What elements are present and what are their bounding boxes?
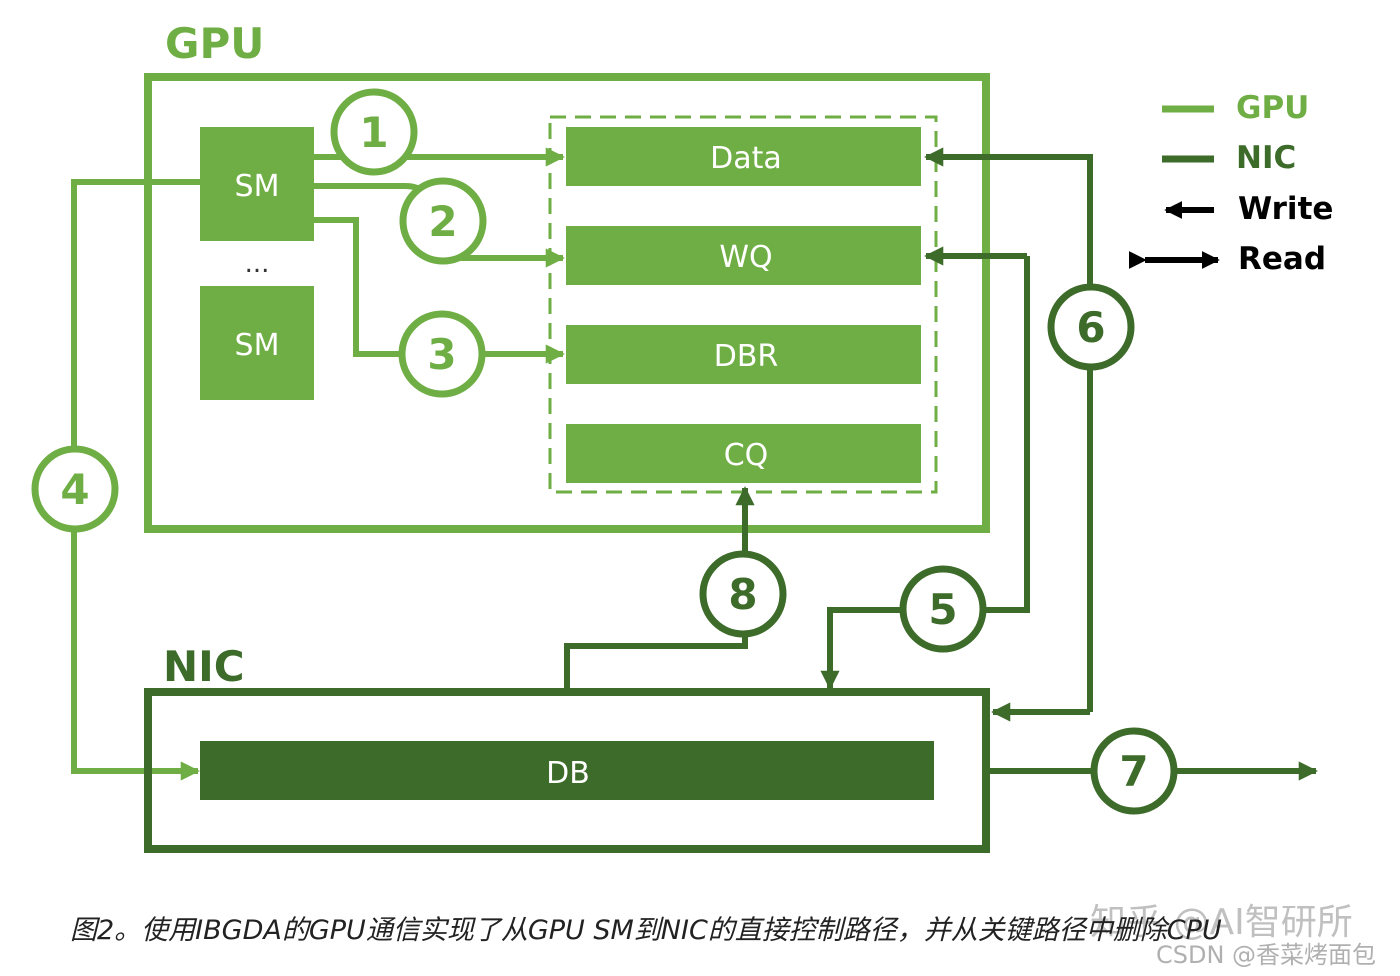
data-buffer bbox=[566, 127, 921, 186]
zhihu-watermark: 知乎 @AI智研所 bbox=[1090, 902, 1353, 943]
step-1-label: 1 bbox=[359, 108, 388, 157]
step-6-label: 6 bbox=[1076, 303, 1105, 352]
step-1-circle bbox=[330, 88, 418, 176]
cq-label: CQ bbox=[724, 438, 769, 473]
legend-gpu-label: GPU bbox=[1236, 90, 1309, 126]
db-label: DB bbox=[546, 756, 590, 791]
step-2-circle bbox=[399, 177, 487, 265]
step-4-circle bbox=[31, 445, 119, 533]
step-5-label: 5 bbox=[928, 585, 957, 634]
legend-write-label: Write bbox=[1238, 191, 1333, 227]
step-7-label: 7 bbox=[1119, 747, 1148, 796]
dbr-buffer bbox=[566, 325, 921, 384]
step-2-label: 2 bbox=[428, 197, 457, 246]
nic-title: NIC bbox=[163, 642, 245, 691]
legend: GPU NIC Write Read bbox=[1128, 90, 1333, 277]
data-label: Data bbox=[710, 141, 782, 176]
db-register bbox=[200, 741, 934, 800]
step-8-circle bbox=[699, 550, 787, 638]
wq-label: WQ bbox=[719, 240, 772, 275]
step-3-label: 3 bbox=[427, 330, 456, 379]
legend-nic-label: NIC bbox=[1236, 140, 1296, 176]
step-4-label: 4 bbox=[60, 465, 89, 514]
csdn-watermark: CSDN @香菜烤面包 bbox=[1156, 941, 1377, 969]
dbr-label: DBR bbox=[714, 339, 779, 374]
figure-caption: 图2。使用IBGDA的GPU通信实现了从GPU SM到NIC的直接控制路径，并从… bbox=[70, 915, 1222, 946]
step-8-label: 8 bbox=[728, 570, 757, 619]
sm-label-bottom: SM bbox=[235, 328, 280, 363]
path-6-arrow bbox=[924, 147, 1093, 712]
cq-buffer bbox=[566, 424, 921, 483]
step-3-circle bbox=[398, 310, 486, 398]
sm-block-top bbox=[200, 127, 314, 241]
gpu-box bbox=[144, 73, 990, 533]
sm-label-top: SM bbox=[235, 169, 280, 204]
step-6-circle bbox=[1047, 283, 1135, 371]
wq-buffer bbox=[566, 226, 921, 285]
step-5-circle bbox=[899, 565, 987, 653]
legend-read-label: Read bbox=[1238, 241, 1326, 277]
sm-dots: ... bbox=[245, 249, 270, 279]
sm-block-bottom bbox=[200, 286, 314, 400]
step-7-circle bbox=[1090, 727, 1178, 815]
gpu-title: GPU bbox=[165, 19, 264, 68]
